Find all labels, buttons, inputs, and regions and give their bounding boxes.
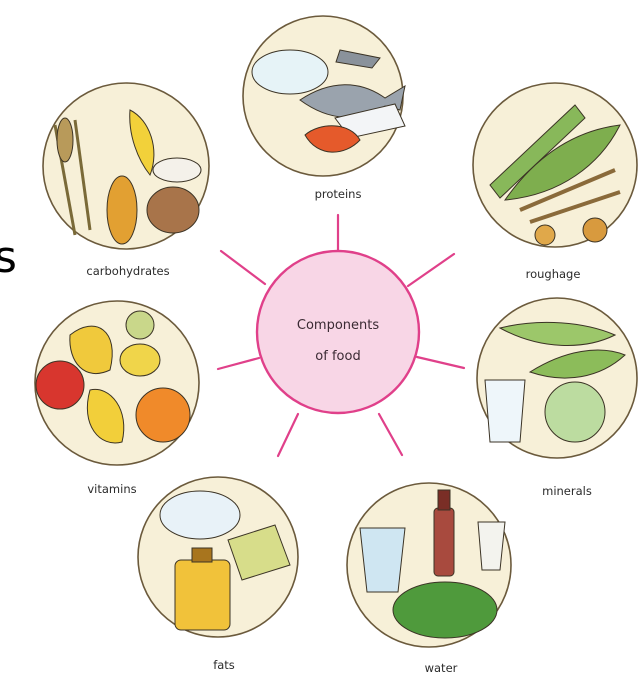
minerals-node: minerals <box>477 298 637 498</box>
fats-node: fats <box>138 477 298 672</box>
proteins-label: proteins <box>315 187 362 201</box>
roughage-label: roughage <box>526 267 581 281</box>
proteins-node: proteins <box>243 16 405 201</box>
hub-title-line1: Components <box>297 318 379 333</box>
hub: Components of food <box>257 251 419 413</box>
roughage-node: roughage <box>473 83 637 281</box>
cut-off-letter: s <box>0 232 17 283</box>
fats-label: fats <box>213 658 235 672</box>
vitamins-label: vitamins <box>87 482 136 496</box>
minerals-label: minerals <box>542 484 592 498</box>
hub-title-line2: of food <box>315 349 360 364</box>
water-label: water <box>425 661 458 675</box>
carbohydrates-label: carbohydrates <box>86 264 169 278</box>
vitamins-node: vitamins <box>35 301 199 496</box>
carbohydrates-node: carbohydrates <box>43 83 209 278</box>
water-node: water <box>347 483 511 675</box>
